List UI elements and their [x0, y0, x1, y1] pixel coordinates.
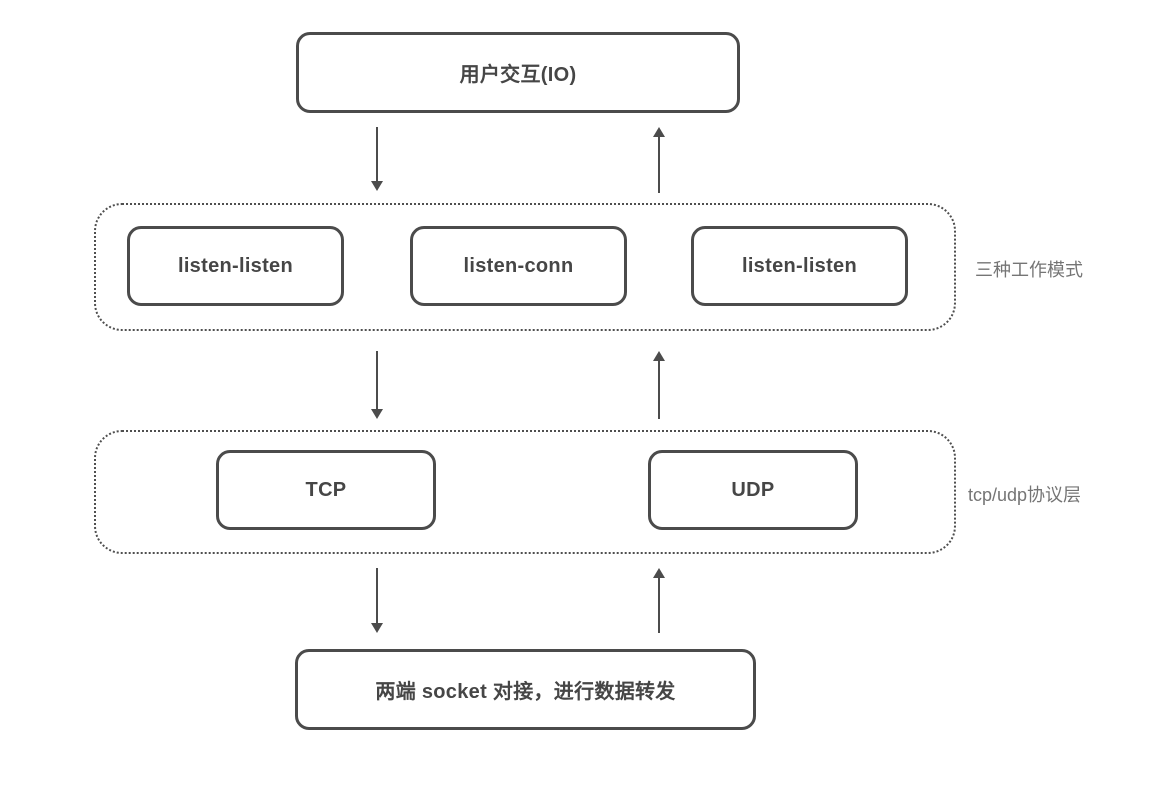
node-udp: UDP: [648, 450, 858, 530]
node-tcp-label: TCP: [305, 478, 347, 501]
arrow-down-icon: [371, 127, 383, 191]
arrow-up-icon: [653, 127, 665, 193]
node-listen-listen-2: listen-listen: [691, 226, 908, 306]
node-user-io-label: 用户交互(IO): [459, 64, 577, 86]
node-listen-conn-label: listen-conn: [463, 254, 574, 277]
arrow-head: [371, 623, 383, 633]
arrow-shaft: [375, 568, 379, 623]
arrow-head: [371, 409, 383, 419]
node-socket-forward-label: 两端 socket 对接，进行数据转发: [375, 681, 676, 703]
node-listen-conn: listen-conn: [410, 226, 627, 306]
arrow-shaft: [657, 578, 661, 633]
arrow-shaft: [657, 361, 661, 419]
node-listen-listen-1-label: listen-listen: [177, 254, 294, 277]
arrow-up-icon: [653, 351, 665, 419]
arrow-head: [653, 568, 665, 578]
arrow-head: [653, 351, 665, 361]
node-listen-listen-2-label: listen-listen: [741, 254, 858, 277]
modes-group-side-label: 三种工作模式: [975, 260, 1083, 280]
arrow-down-icon: [371, 351, 383, 419]
arrow-shaft: [375, 351, 379, 409]
arrow-down-icon: [371, 568, 383, 633]
protocol-group-side-label: tcp/udp协议层: [968, 485, 1082, 505]
arrow-up-icon: [653, 568, 665, 633]
node-user-io: 用户交互(IO): [296, 32, 740, 113]
arrow-shaft: [375, 127, 379, 181]
modes-group: [94, 203, 956, 331]
arrow-head: [653, 127, 665, 137]
arrow-head: [371, 181, 383, 191]
node-listen-listen-1: listen-listen: [127, 226, 344, 306]
node-socket-forward: 两端 socket 对接，进行数据转发: [295, 649, 756, 730]
arrow-shaft: [657, 137, 661, 193]
node-udp-label: UDP: [731, 478, 775, 501]
protocol-group: [94, 430, 956, 554]
node-tcp: TCP: [216, 450, 436, 530]
